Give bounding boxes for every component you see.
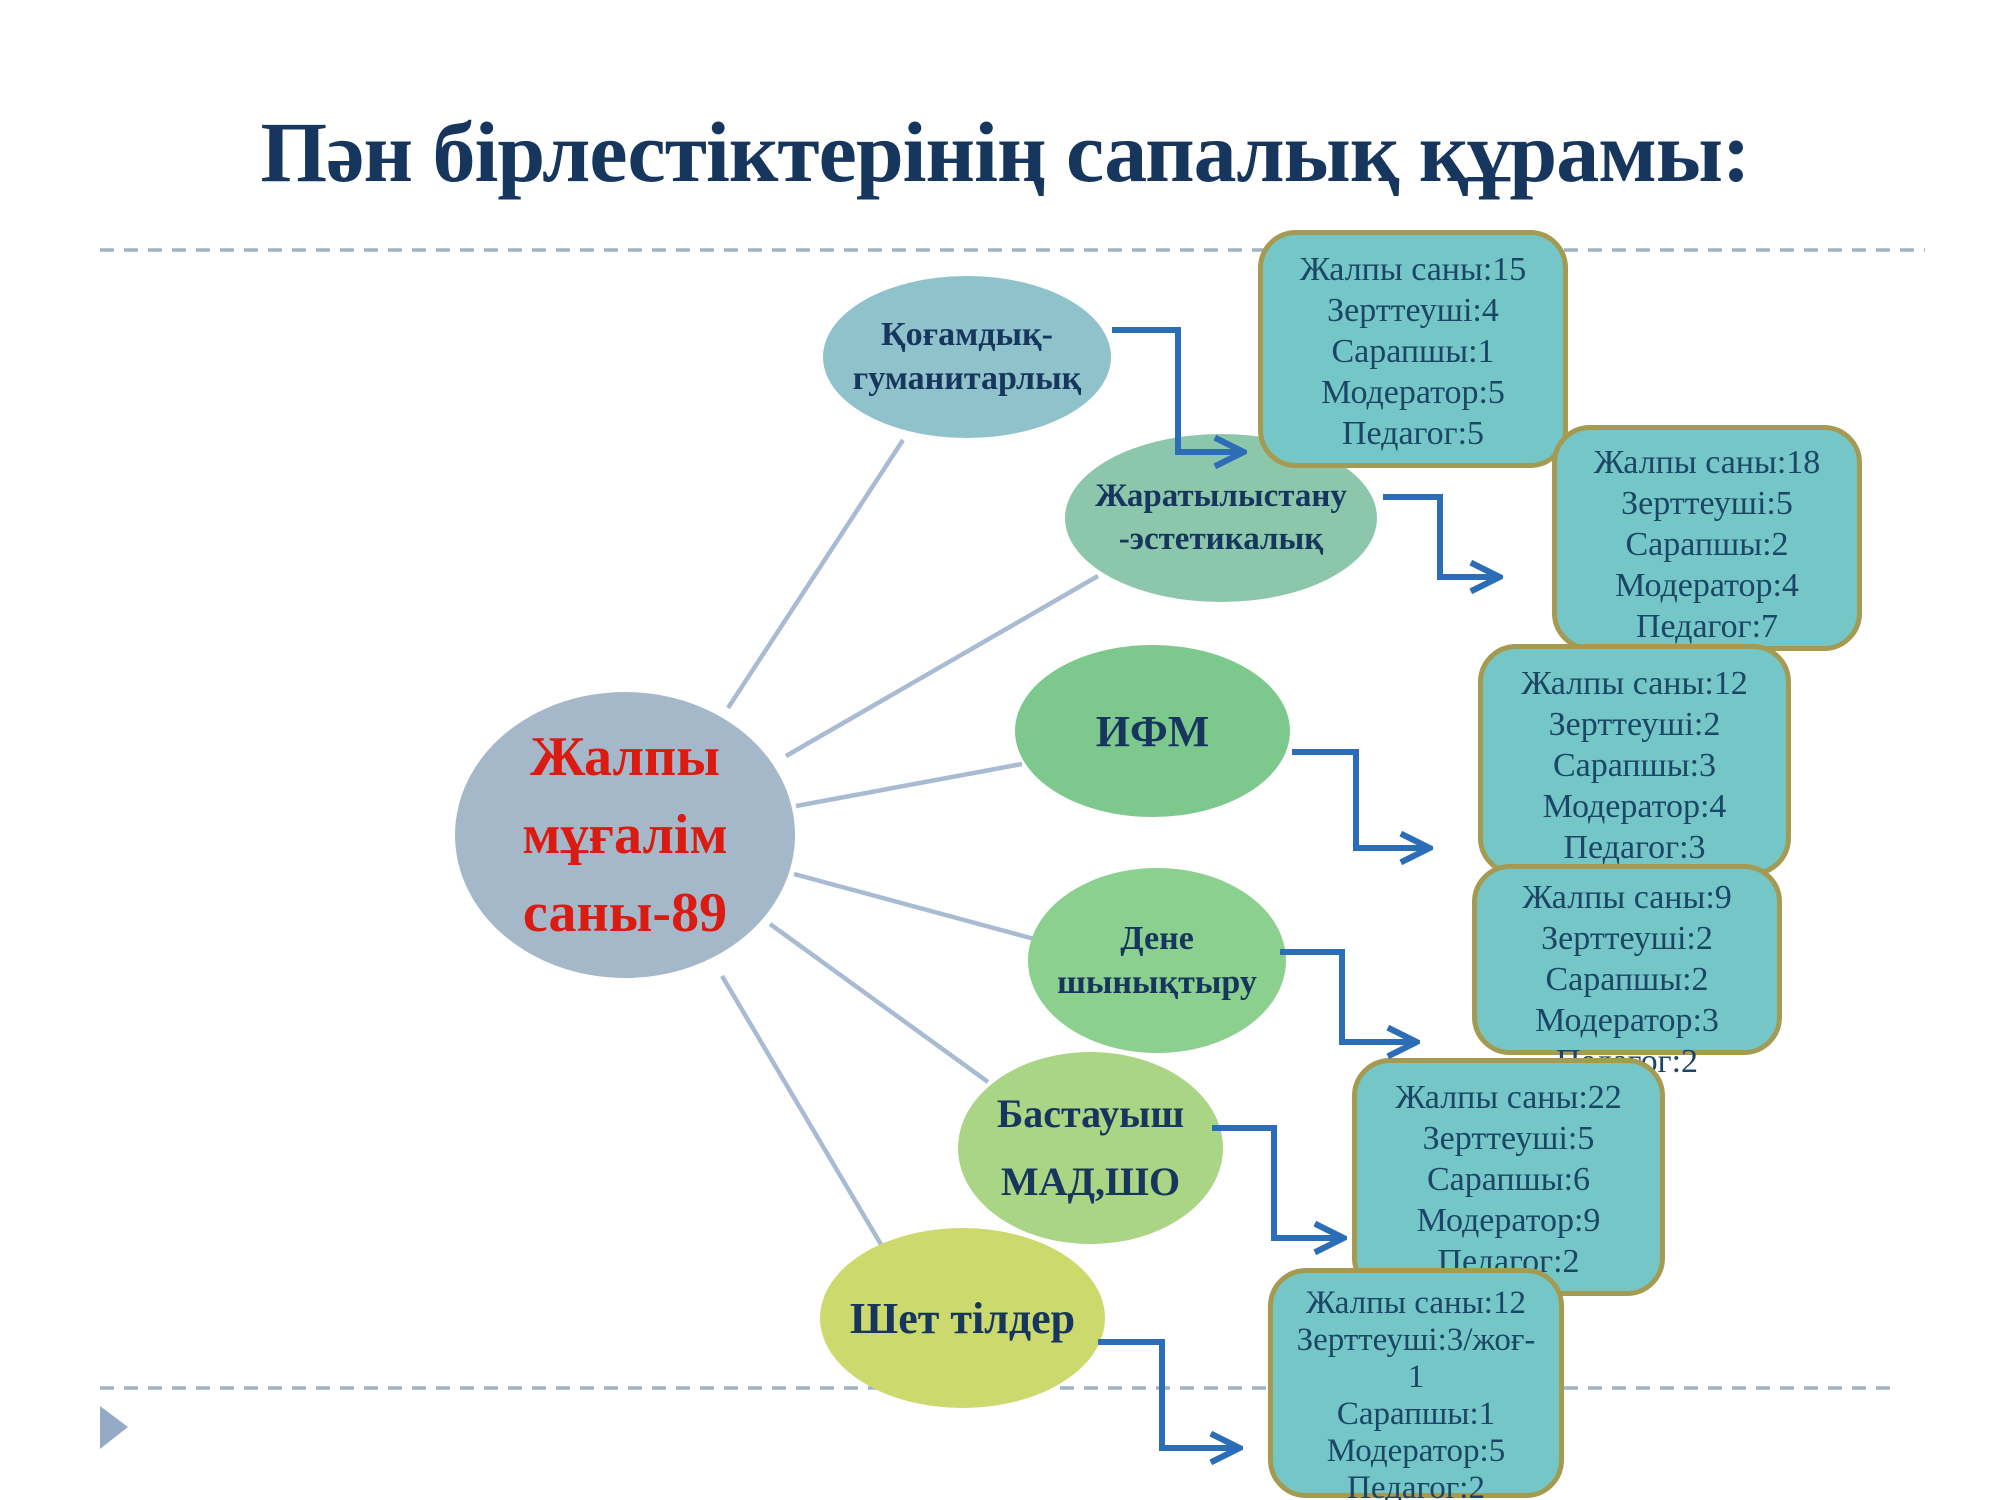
stat-line: Сарапшы:1	[1331, 333, 1495, 370]
stat-line: Педагог:5	[1341, 415, 1485, 452]
radial-connector-lines	[720, 438, 1100, 1292]
ellipse-shet-tilder: Шет тілдер	[820, 1228, 1105, 1408]
ellipse-label: МАД,ШО	[1000, 1159, 1181, 1204]
stat-line: Сарапшы:6	[1426, 1161, 1591, 1198]
central-ellipse-line: саны-89	[522, 882, 728, 944]
connector-line	[720, 974, 910, 1292]
stat-line: Педагог:2	[1347, 1470, 1485, 1500]
stat-line: Модератор:4	[1542, 788, 1727, 825]
stat-line: Сарапшы:2	[1545, 961, 1709, 998]
stat-line: Зерттеуші:3/жоғ-	[1296, 1322, 1536, 1358]
stat-line: Модератор:3	[1535, 1002, 1719, 1039]
stat-line: Модератор:5	[1321, 374, 1505, 411]
stat-line: Жалпы саны:18	[1593, 444, 1821, 481]
ellipse-ifm: ИФМ	[1015, 645, 1290, 817]
stat-line: 1	[1407, 1359, 1425, 1395]
connector-line	[784, 574, 1100, 758]
slide-corner-triangle-icon	[100, 1406, 128, 1449]
ellipse-label: Дене	[1120, 919, 1194, 957]
ellipse-label: -эстетикалық	[1118, 521, 1324, 557]
ellipse-label: Шет тілдер	[849, 1293, 1076, 1343]
ellipse-dene-shynyqtyru: Дене шынықтыру	[1028, 868, 1286, 1053]
stat-line: Сарапшы:3	[1552, 747, 1717, 784]
page-title: Пән бірлестіктерінің сапалық құрамы:	[260, 104, 1750, 200]
ellipse-label: Қоғамдық-	[881, 316, 1053, 353]
stat-line: Модератор:5	[1326, 1433, 1506, 1469]
stat-line: Сарапшы:2	[1625, 526, 1789, 563]
stats-box-ifm: Жалпы саны:12 Зерттеуші:2 Сарапшы:3 Моде…	[1478, 644, 1791, 876]
ellipse-label: ИФМ	[1095, 706, 1210, 756]
stat-line: Жалпы саны:9	[1522, 879, 1732, 916]
connector-line	[795, 761, 1023, 809]
stats-box-dene: Жалпы саны:9 Зерттеуші:2 Сарапшы:2 Модер…	[1472, 864, 1782, 1080]
stat-line: Зерттеуші:5	[1422, 1120, 1595, 1157]
ellipse-label: Жаратылыстану	[1095, 478, 1347, 514]
central-ellipse-total-teachers: Жалпы мұғалім саны-89	[455, 692, 795, 978]
stat-line: Педагог:3	[1563, 829, 1706, 866]
ellipse-qogamdyq-gumanitarlyq: Қоғамдық- гуманитарлық	[823, 276, 1111, 438]
ellipse-label: гуманитарлық	[852, 360, 1082, 397]
stat-line: Зерттеуші:5	[1621, 485, 1793, 522]
connector-line	[793, 871, 1039, 943]
stat-line: Зерттеуші:4	[1327, 292, 1499, 329]
connector-line	[726, 438, 905, 710]
ellipse-label: Бастауыш	[996, 1091, 1185, 1136]
connector-line	[768, 922, 990, 1084]
stat-line: Зерттеуші:2	[1548, 706, 1721, 743]
stat-line: Модератор:9	[1416, 1202, 1601, 1239]
central-ellipse-line: Жалпы	[530, 726, 720, 788]
ellipse-label: шынықтыру	[1057, 963, 1257, 1001]
stat-line: Жалпы саны:12	[1306, 1285, 1526, 1321]
stat-line: Жалпы саны:22	[1395, 1079, 1622, 1116]
stats-box-shet-tilder: Жалпы саны:12 Зерттеуші:3/жоғ- 1 Сарапшы…	[1268, 1268, 1564, 1500]
stat-line: Педагог:7	[1635, 608, 1779, 645]
stat-line: Зерттеуші:2	[1541, 920, 1713, 957]
stats-box-zharatylystanu: Жалпы саны:18 Зерттеуші:5 Сарапшы:2 Моде…	[1552, 425, 1862, 651]
stats-box-qogamdyq: Жалпы саны:15 Зерттеуші:4 Сарапшы:1 Моде…	[1258, 230, 1568, 468]
central-ellipse-line: мұғалім	[522, 804, 728, 866]
stat-line: Сарапшы:1	[1336, 1396, 1496, 1432]
stat-line: Жалпы саны:12	[1521, 665, 1748, 702]
stat-line: Модератор:4	[1615, 567, 1799, 604]
stats-box-bastauysh: Жалпы саны:22 Зерттеуші:5 Сарапшы:6 Моде…	[1352, 1058, 1665, 1296]
stat-line: Жалпы саны:15	[1299, 251, 1527, 288]
ellipse-bastauysh-mad-sho: Бастауыш МАД,ШО	[958, 1052, 1223, 1244]
